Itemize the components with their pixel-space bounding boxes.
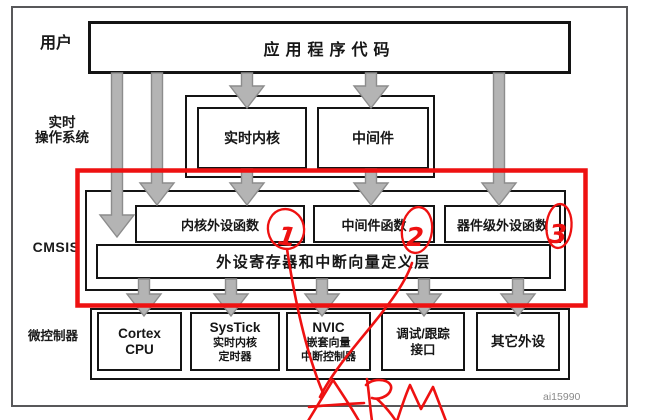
nvic-line3: 中断控制器 [301, 350, 356, 363]
cortex-line2: CPU [125, 341, 154, 357]
block-cortex-cpu: Cortex CPU [97, 312, 182, 371]
systick-line2: 实时内核 [213, 336, 257, 349]
row-label-mcu: 微控制器 [27, 329, 78, 343]
nvic-line2: 嵌套向量 [306, 336, 351, 349]
row-label-rtos-line2: 操作系统 [35, 130, 89, 145]
systick-line1: SysTick [209, 319, 261, 335]
block-rtos-kernel: 实时内核 [197, 107, 307, 169]
nvic-line1: NVIC [312, 319, 345, 335]
row-label-rtos: 实时 操作系统 [24, 115, 100, 145]
systick-line3: 定时器 [218, 350, 252, 363]
row-label-user: 用户 [39, 35, 72, 52]
row-label-cmsis: CMSIS [32, 239, 80, 255]
block-other-peripherals: 其它外设 [476, 312, 560, 371]
cortex-line1: Cortex [118, 325, 161, 341]
block-core-peripheral-functions: 内核外设函数 [135, 205, 305, 243]
block-application-code: 应用程序代码 [88, 21, 571, 74]
block-middleware: 中间件 [317, 107, 429, 169]
other-periph-line1: 其它外设 [491, 333, 545, 349]
debug-line1: 调试/跟踪 [396, 326, 450, 341]
block-debug-trace-interface: 调试/跟踪 接口 [381, 312, 465, 371]
block-device-peripheral-functions: 器件级外设函数 [444, 205, 561, 243]
row-label-rtos-line1: 实时 [48, 115, 76, 130]
block-nvic-controller: NVIC 嵌套向量 中断控制器 [286, 312, 371, 371]
figure-code-label: ai15990 [543, 391, 581, 403]
block-register-interrupt-layer: 外设寄存器和中断向量定义层 [96, 244, 551, 279]
block-systick-timer: SysTick 实时内核 定时器 [190, 312, 280, 371]
debug-line2: 接口 [410, 342, 436, 357]
block-middleware-functions: 中间件函数 [313, 205, 435, 243]
